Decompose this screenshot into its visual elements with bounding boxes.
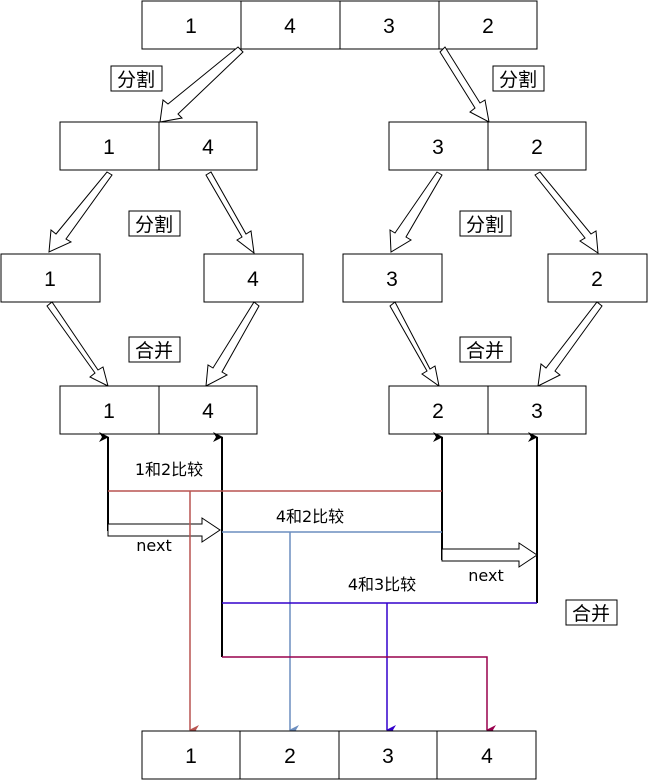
split-label-mid-right: 分割 xyxy=(466,214,504,236)
result-cell-0 xyxy=(141,730,241,780)
split-label-top-right: 分割 xyxy=(499,69,537,91)
left-split-cell-1 xyxy=(158,121,258,171)
next-arrow-right xyxy=(441,542,538,568)
left-merged-cell-1 xyxy=(158,385,258,435)
leaf-right-b-box xyxy=(547,253,648,303)
left-split-cell-0 xyxy=(59,121,160,171)
split-arrow-right-b xyxy=(534,171,599,254)
leaf-right-b-value: 2 xyxy=(591,268,603,291)
result-array: 1 2 3 4 xyxy=(141,730,537,780)
right-merged-value-0: 2 xyxy=(432,400,444,423)
leaf-right-a-box xyxy=(342,253,443,303)
root-value-0: 1 xyxy=(185,15,197,38)
left-split-value-0: 1 xyxy=(103,136,115,159)
split-arrow-left-b xyxy=(205,171,255,255)
merge-arrow-right-a xyxy=(389,301,440,388)
merge-label-right: 合并 xyxy=(466,340,504,362)
split-label-box-mid-right xyxy=(459,210,512,237)
compare-4-3-label-bg xyxy=(340,573,424,595)
split-label-mid-left: 分割 xyxy=(135,214,173,236)
root-value-1: 4 xyxy=(284,15,296,38)
next-label-right: next xyxy=(468,566,503,585)
merge-arrow-left-a xyxy=(46,301,109,387)
root-cell-3 xyxy=(438,0,538,50)
root-cell-2 xyxy=(339,0,440,50)
right-split-cell-1 xyxy=(487,121,587,171)
root-value-2: 3 xyxy=(383,15,395,38)
split-arrow-root-right xyxy=(439,46,490,123)
merge-label-left: 合并 xyxy=(135,340,173,362)
compare-4-2-label: 4和2比较 xyxy=(276,507,344,526)
result-cell-1 xyxy=(239,730,340,780)
result-value-3: 4 xyxy=(481,745,493,768)
result-value-0: 1 xyxy=(185,745,197,768)
merge-label-box-right xyxy=(459,336,512,363)
split-label-box-top-left xyxy=(110,65,163,92)
right-split-value-1: 2 xyxy=(531,136,543,159)
result-value-2: 3 xyxy=(382,745,394,768)
root-cell-0 xyxy=(141,0,242,50)
compare-1-2-label: 1和2比较 xyxy=(135,460,203,479)
leaf-left-a-box xyxy=(0,253,101,303)
left-merged-cell-0 xyxy=(59,385,160,435)
right-split-value-0: 3 xyxy=(432,136,444,159)
result-value-1: 2 xyxy=(284,745,296,768)
next-label-left: next xyxy=(136,536,171,555)
root-array: 1 4 3 2 xyxy=(141,0,538,50)
compare-4-2-label-bg xyxy=(268,505,352,527)
left-split-value-1: 4 xyxy=(202,136,214,159)
merge-label-box-left xyxy=(128,336,181,363)
left-split-array: 1 4 xyxy=(59,121,258,171)
result-arrow-4 xyxy=(222,656,496,735)
next-arrow-left xyxy=(107,517,221,543)
result-cell-2 xyxy=(338,730,438,780)
split-arrow-left-a xyxy=(48,171,113,253)
merge-arrow-left-b xyxy=(205,301,260,387)
leaf-left-b-value: 4 xyxy=(247,268,259,291)
right-merged-array: 2 3 xyxy=(388,385,587,435)
right-split-cell-0 xyxy=(388,121,489,171)
right-split-array: 3 2 xyxy=(388,121,587,171)
compare-4-3-label: 4和3比较 xyxy=(348,575,416,594)
leaf-left-a-value: 1 xyxy=(44,268,56,291)
left-merged-array: 1 4 xyxy=(59,385,258,435)
right-merged-cell-1 xyxy=(487,385,587,435)
result-cell-3 xyxy=(436,730,537,780)
right-merged-cell-0 xyxy=(388,385,489,435)
left-merged-value-1: 4 xyxy=(202,400,214,423)
merge-label-final: 合并 xyxy=(572,603,610,625)
split-arrow-root-left xyxy=(159,46,244,123)
leaf-right-a-value: 3 xyxy=(386,268,398,291)
merge-label-box-final xyxy=(565,599,618,626)
root-value-3: 2 xyxy=(482,15,494,38)
split-arrow-right-a xyxy=(389,171,443,253)
split-label-top-left: 分割 xyxy=(117,69,155,91)
compare-1-2-label-bg xyxy=(127,458,211,480)
right-merged-value-1: 3 xyxy=(531,400,543,423)
merge-arrow-right-b xyxy=(537,301,603,387)
leaf-left-b-box xyxy=(203,253,304,303)
split-label-box-top-right xyxy=(492,65,545,92)
split-label-box-mid-left xyxy=(128,210,181,237)
left-merged-value-0: 1 xyxy=(103,400,115,423)
root-cell-1 xyxy=(240,0,341,50)
